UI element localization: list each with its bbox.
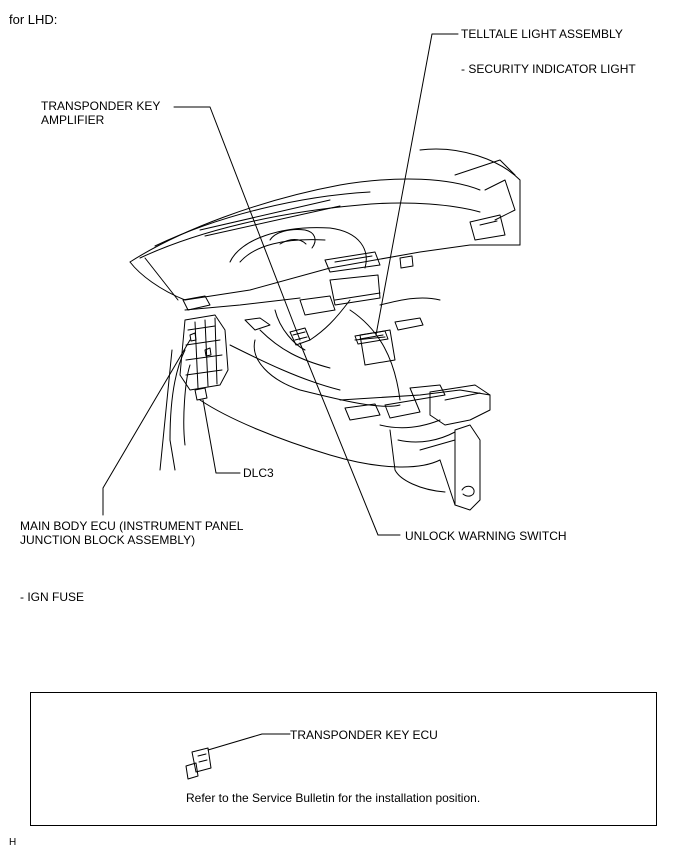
dlc3-label: DLC3	[243, 466, 274, 480]
variant-label: for LHD:	[9, 12, 58, 27]
transponder-ecu-inset	[30, 692, 657, 826]
dashboard-drawing	[129, 148, 521, 511]
main-body-ecu-drawing	[179, 314, 229, 401]
transponder-key-amplifier-label-line1: TRANSPONDER KEY	[41, 99, 161, 113]
transponder-key-ecu-label: TRANSPONDER KEY ECU	[290, 728, 438, 742]
transponder-amplifier-drawing	[289, 327, 311, 346]
leader-lines	[102, 33, 459, 751]
main-body-ecu-label-line2: JUNCTION BLOCK ASSEMBLY)	[20, 533, 196, 547]
ign-fuse-label: - IGN FUSE	[20, 590, 85, 604]
telltale-light-drawing	[354, 330, 389, 345]
figure-code: H	[9, 837, 17, 848]
transponder-key-amplifier-label-line2: AMPLIFIER	[41, 113, 105, 127]
security-indicator-light-label: - SECURITY INDICATOR LIGHT	[461, 62, 636, 76]
main-body-ecu-label-line1: MAIN BODY ECU (INSTRUMENT PANEL	[20, 519, 244, 533]
installation-note: Refer to the Service Bulletin for the in…	[186, 791, 481, 805]
unlock-warning-switch-label: UNLOCK WARNING SWITCH	[405, 529, 567, 543]
telltale-light-assembly-label: TELLTALE LIGHT ASSEMBLY	[461, 27, 623, 41]
transponder-key-ecu-drawing	[185, 747, 212, 780]
